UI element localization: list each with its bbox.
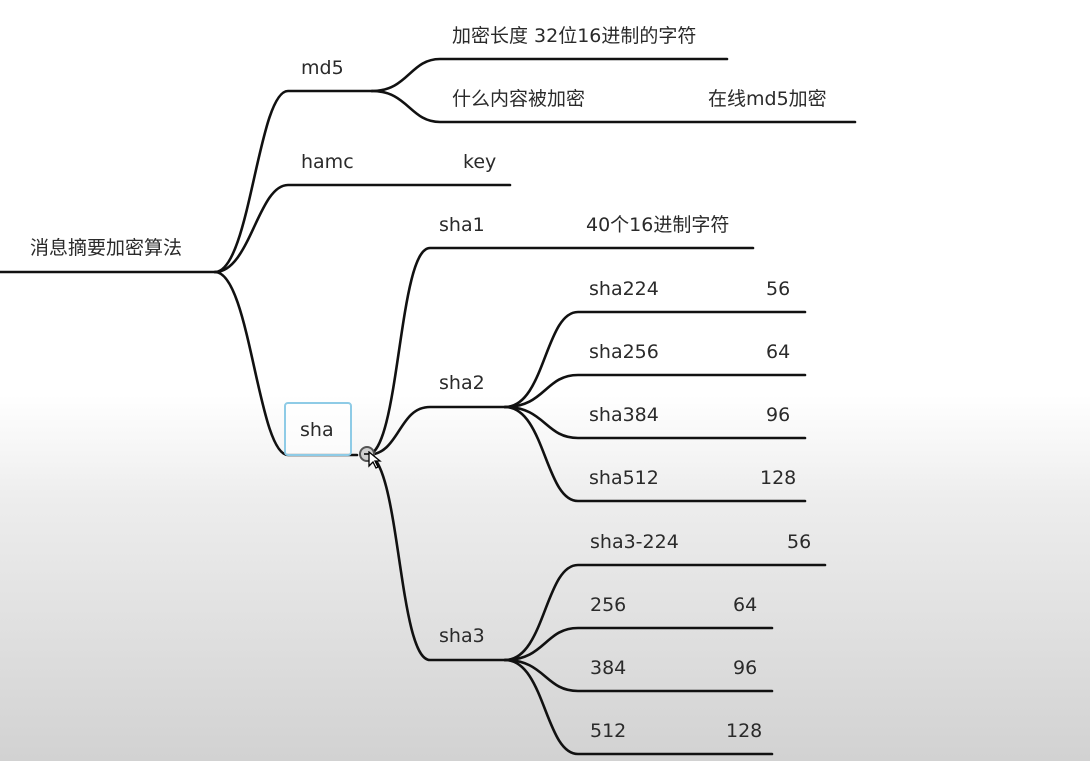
connector-sha2-256	[503, 373, 807, 409]
sha2-item-name[interactable]: sha384	[589, 404, 659, 426]
hamc-key[interactable]: key	[463, 151, 497, 173]
connector-root-md5	[213, 89, 374, 274]
connector-sha3-512	[503, 658, 774, 756]
connector-sha2-224	[503, 310, 807, 409]
mouse-pointer-icon	[368, 451, 382, 469]
sha2-item-name[interactable]: sha256	[589, 341, 659, 363]
topic-sha[interactable]: sha	[300, 419, 334, 441]
connector-sha-sha3	[365, 453, 507, 662]
connector-md5-child2	[370, 89, 857, 124]
sha2-item-value[interactable]: 96	[766, 404, 791, 426]
sha3-item-name[interactable]: 384	[590, 657, 627, 679]
md5-child-content[interactable]: 什么内容被加密	[452, 88, 586, 110]
sha3-item-value[interactable]: 56	[787, 531, 812, 553]
topic-sha3[interactable]: sha3	[439, 625, 485, 647]
connector-sha3-224	[503, 563, 827, 662]
root-topic[interactable]: 消息摘要加密算法	[30, 237, 183, 259]
topic-sha1[interactable]: sha1	[439, 214, 485, 236]
md5-child-online[interactable]: 在线md5加密	[708, 88, 827, 110]
connector-sha-sha1	[365, 246, 755, 457]
connector-md5-child1	[370, 57, 729, 93]
sha2-item-value[interactable]: 128	[760, 467, 797, 489]
sha3-item-name[interactable]: sha3-224	[590, 531, 679, 553]
sha2-item-name[interactable]: sha512	[589, 467, 659, 489]
sha3-item-name[interactable]: 256	[590, 594, 627, 616]
topic-hamc[interactable]: hamc	[301, 151, 354, 173]
sha-selection-box[interactable]	[284, 402, 352, 456]
connector-root-sha	[213, 270, 359, 457]
sha2-item-value[interactable]: 64	[766, 341, 791, 363]
sha1-note[interactable]: 40个16进制字符	[586, 214, 730, 236]
sha3-item-value[interactable]: 128	[726, 720, 763, 742]
sha2-item-value[interactable]: 56	[766, 278, 791, 300]
topic-sha2[interactable]: sha2	[439, 372, 485, 394]
md5-child-length[interactable]: 加密长度 32位16进制的字符	[452, 25, 697, 47]
connector-sha2-512	[503, 405, 807, 503]
sha2-item-name[interactable]: sha224	[589, 278, 659, 300]
connector-sha2-384	[503, 405, 807, 440]
connector-sha3-384	[503, 658, 774, 693]
sha3-item-name[interactable]: 512	[590, 720, 627, 742]
connector-sha3-256	[503, 626, 774, 662]
topic-md5[interactable]: md5	[301, 57, 344, 79]
connector-sha-sha2	[365, 405, 507, 457]
sha3-item-value[interactable]: 96	[733, 657, 758, 679]
connector-root-hamc	[213, 183, 512, 274]
sha3-item-value[interactable]: 64	[733, 594, 758, 616]
